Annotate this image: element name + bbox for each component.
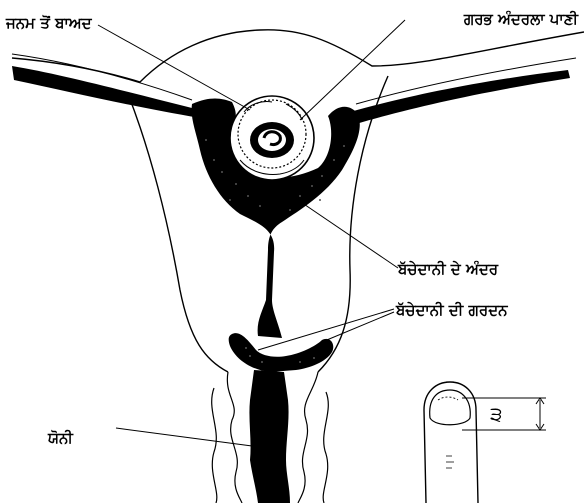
label-inside-uterus: ਬੱਚੇਦਾਨੀ ਦੇ ਅੰਦਰ [398,262,498,277]
finger-width-glyph: ੩ [490,402,502,426]
leader-inside-uterus [292,196,398,268]
label-amniotic-water: ਗਰਭ ਅੰਦਰਲਾ ਪਾਣੀ [464,12,578,27]
label-cervix: ਬੱਚੇਦਾਨੀ ਦੀ ਗਰਦਨ [396,303,508,318]
label-after-birth: ਜਨਮ ਤੋਂ ਬਾਅਦ [6,16,92,31]
embryo-sac [230,96,314,180]
vagina-canal [249,370,290,503]
finger-reference: ੩ [424,382,546,503]
cervix-shape [229,333,334,372]
fallopian-tube-left [12,66,200,118]
label-vagina: ਯੋਨੀ [48,431,73,446]
